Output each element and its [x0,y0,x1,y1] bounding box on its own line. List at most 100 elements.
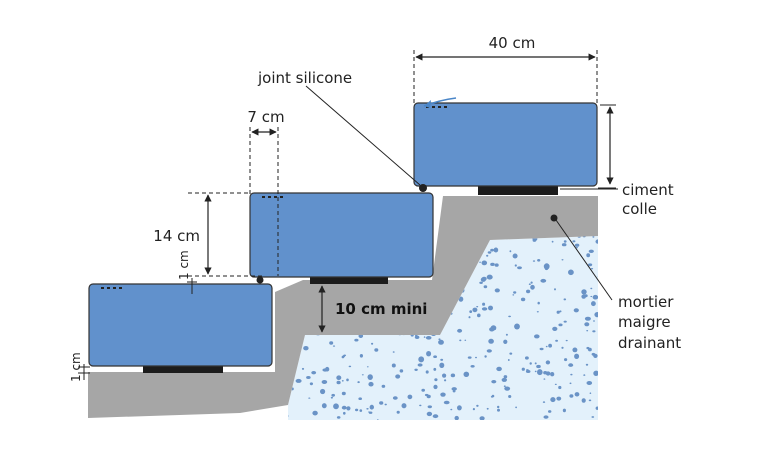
gravel-dot [371,342,374,345]
gravel-dot [479,281,483,284]
gravel-dot [584,316,591,321]
gravel-dot [401,403,407,409]
gravel-dot [562,408,567,413]
gravel-dot [374,348,379,352]
gravel-dot [503,385,506,388]
gravel-dot [512,253,518,259]
gravel-dot [443,375,446,378]
gravel-dot [425,336,432,340]
gravel-dot [454,415,459,420]
gravel-dot [463,371,470,377]
gravel-dot [325,366,330,372]
gravel-dot [487,251,492,254]
gravel-dot [569,394,574,398]
gravel-dot [486,407,489,410]
gravel-dot [590,268,594,270]
gravel-dot [595,239,598,244]
gravel-dot [554,383,557,385]
dimension-14cm [188,192,262,277]
gravel-dot [593,320,595,322]
gravel-dot [486,349,492,353]
gravel-dot [504,386,511,391]
gravel-dot [419,404,422,407]
gravel-dot [590,295,593,298]
label-1cm-low: 1 cm [69,352,83,382]
gravel-dot [438,339,444,345]
gravel-dot [536,364,541,369]
gravel-dot [528,283,531,286]
gravel-dot [508,315,511,318]
gravel-dot [367,374,373,380]
label-10cm-mini: 10 cm mini [335,300,427,318]
gravel-dot [343,411,346,415]
gravel-dot [354,338,359,342]
gravel-dot [507,359,510,361]
gravel-dot [525,370,531,373]
gravel-dot [451,387,457,391]
label-drainant: drainant [618,334,681,352]
label-1cm-mid: 1 cm [177,250,191,280]
gravel-dot [572,240,576,243]
label-7cm: 7 cm [247,108,284,126]
gravel-dot [508,395,512,398]
gravel-dot [288,414,289,418]
gravel-dot [361,374,364,376]
gravel-dot [561,346,564,349]
gravel-dot [509,352,513,355]
gravel-dot [555,339,558,342]
gravel-dot [476,404,479,407]
mortier-leader-dot [550,214,558,222]
gravel-dot [530,284,535,290]
gravel-dot [595,406,598,410]
gravel-dot [570,373,573,376]
gravel-dot [488,338,494,344]
gravel-dot [588,249,594,253]
adhesive-pad-low [143,365,223,373]
gravel-dot [440,358,444,361]
gravel-dot [450,373,456,378]
gravel-dot [493,247,499,253]
gravel-dot [433,384,438,390]
gravel-dot [554,288,556,291]
gravel-dot [526,289,531,294]
gravel-dot [505,333,508,336]
gravel-dot [439,362,445,368]
gravel-dot [359,409,363,412]
gravel-dot [581,398,586,403]
gravel-dot [341,405,347,410]
gravel-dot [494,263,499,267]
gravel-background [288,236,598,420]
silicone-joint-top [419,184,427,192]
dimension-40cm [413,50,598,103]
gravel-dot [444,379,447,382]
gravel-dot [481,260,488,266]
gravel-dot [503,339,508,344]
gravel-dot [312,410,318,416]
gravel-dot [588,263,593,267]
label-maigre: maigre [618,313,671,331]
gravel-dot [534,334,540,339]
gravel-dot [484,355,487,358]
gravel-dot [392,396,398,400]
gravel-dot [565,339,568,342]
gravel-dot [457,328,463,333]
gravel-dot [414,368,418,371]
gravel-dot [491,327,497,331]
gravel-dot [469,310,473,313]
gravel-dot [588,399,592,402]
gravel-dot [321,403,327,409]
gravel-dot [552,326,558,331]
gravel-dot [545,371,551,376]
gravel-dot [479,416,485,420]
gravel-dot [536,311,539,313]
gravel-dot [476,306,479,308]
gravel-dot [359,354,363,358]
gravel-dot [452,390,456,393]
gravel-dot [288,280,291,282]
water-flow-arrowhead [424,100,431,108]
gravel-dot [440,392,446,397]
gravel-dot [472,408,475,411]
gravel-dot [586,330,589,332]
gravel-dot [486,274,493,280]
